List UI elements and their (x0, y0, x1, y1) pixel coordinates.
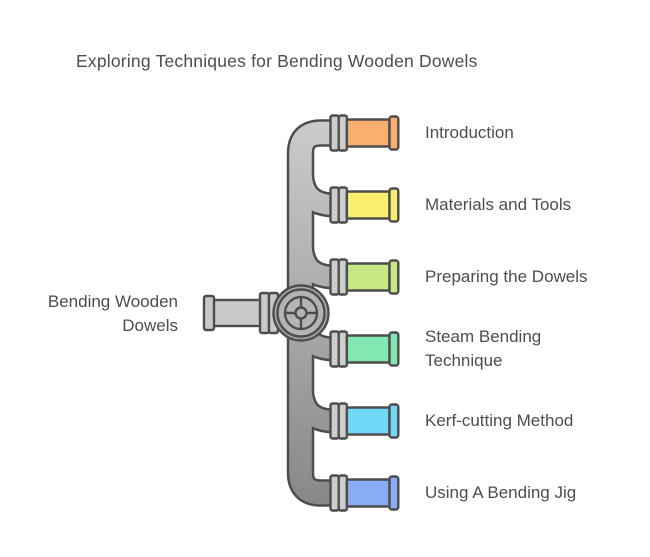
branch-label-materials[interactable]: Materials and Tools (425, 195, 572, 214)
branch-pipe-jig[interactable] (329, 474, 400, 512)
connector-pipe (290, 374, 336, 431)
pipe-flange (337, 330, 349, 368)
pipe-cap (388, 475, 400, 511)
pipe-body (345, 190, 391, 220)
pipe-flange (337, 258, 349, 296)
valve[interactable] (272, 284, 330, 342)
pipe-flange (329, 330, 340, 368)
branch-label-preparing[interactable]: Preparing the Dowels (425, 267, 588, 286)
pipe-flange (337, 474, 349, 512)
root-pipe-flange (258, 291, 271, 335)
pipe-flange (329, 114, 340, 152)
pipe-flange (329, 474, 340, 512)
pipe-body (345, 478, 391, 508)
pipe-flange (337, 114, 349, 152)
branch-pipe-kerf[interactable] (329, 402, 400, 440)
root-node-label[interactable]: Bending Wooden Dowels (47, 292, 178, 335)
pipe-cap (388, 187, 400, 223)
branch-pipe-steam[interactable] (329, 330, 400, 368)
pipe-body (345, 118, 391, 148)
branch-label-introduction[interactable]: Introduction (425, 123, 514, 142)
branch-label-steam[interactable]: Steam Bending Technique (425, 327, 542, 370)
pipe-body (345, 262, 391, 292)
pipe-cap (388, 331, 400, 367)
root-pipe[interactable] (202, 291, 280, 335)
branch-label-jig[interactable]: Using A Bending Jig (425, 483, 577, 502)
root-pipe-body (211, 298, 265, 328)
pipe-flange (329, 402, 340, 440)
pipe-cap (388, 115, 400, 151)
valve-wheel-hub (294, 306, 308, 320)
pipe-body (345, 334, 391, 364)
pipe-cap (388, 403, 400, 439)
branch-pipe-introduction[interactable] (329, 114, 400, 152)
diagram-title: Exploring Techniques for Bending Wooden … (76, 51, 478, 71)
pipe-flange (337, 402, 349, 440)
branch-label-kerf[interactable]: Kerf-cutting Method (425, 411, 574, 430)
branch-pipe-materials[interactable] (329, 186, 400, 224)
pipe-flange (329, 186, 340, 224)
root-pipe-cap (202, 294, 216, 332)
pipe-flange (329, 258, 340, 296)
connector-pipe (290, 158, 336, 215)
branch-pipe-preparing[interactable] (329, 258, 400, 296)
pipe-cap (388, 259, 400, 295)
pipe-flange (337, 186, 349, 224)
pipe-body (345, 406, 391, 436)
connector-pipe (290, 230, 336, 287)
